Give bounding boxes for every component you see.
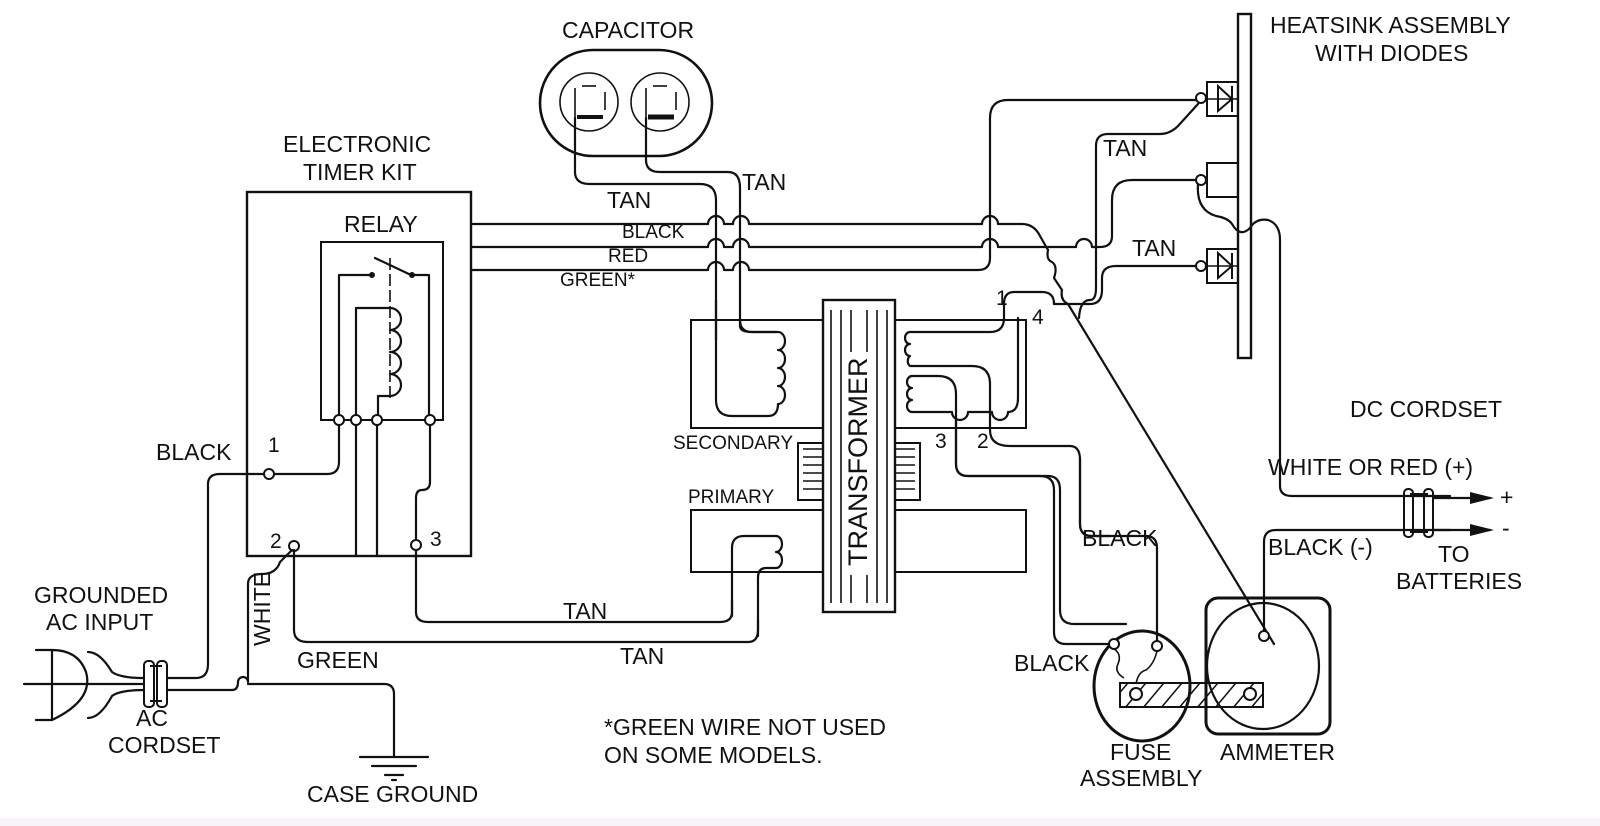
secondary-coil-left: [714, 298, 787, 418]
relay-terminal: [333, 414, 345, 426]
wire-label-red-bus: RED: [608, 246, 648, 267]
electronic-timer-kit: ELECTRONIC TIMER KIT RELAY 1: [245, 131, 473, 558]
ac-cordset-label-line2: CORDSET: [108, 732, 220, 758]
primary-coil: [730, 534, 784, 638]
capacitor-label: CAPACITOR: [562, 17, 694, 43]
negative-arrow-icon: [1470, 524, 1494, 536]
dc-cordset-label: DC CORDSET: [1350, 396, 1502, 422]
wire-label-tan-capacitor-right: TAN: [742, 169, 786, 195]
case-ground-symbol: [358, 755, 430, 782]
footnote-line2: ON SOME MODELS.: [604, 742, 823, 768]
secondary-terminal-1-number: 1: [996, 287, 1008, 310]
wire-label-black-fuse-left: BLACK: [1014, 650, 1090, 676]
relay: RELAY: [320, 211, 444, 426]
primary-tan-wires: TAN TAN: [292, 548, 760, 669]
wire-label-tan-primary-2: TAN: [620, 643, 664, 669]
wire-label-tan-capacitor-left: TAN: [607, 187, 651, 213]
wire-label-tan-heatsink-bottom: TAN: [1132, 235, 1176, 261]
ac-input: GROUNDED AC INPUT AC CORDSET BLACK WHITE…: [22, 439, 478, 807]
relay-terminal: [371, 414, 383, 426]
fuse-assembly: BLACK BLACK FUSE ASSEMBLY: [1014, 456, 1202, 791]
timer-terminal-3-number: 3: [430, 528, 442, 551]
diode-top: [1195, 81, 1239, 117]
secondary-coil-right-lower: [905, 316, 1128, 626]
wire-label-tan-primary-1: TAN: [563, 598, 607, 624]
fuse-assembly-label-line1: FUSE: [1110, 739, 1171, 765]
heatsink-center-terminal: [1195, 162, 1238, 198]
dc-cordset-boot: [1403, 488, 1434, 538]
relay-coil: [354, 306, 403, 420]
dc-cordset: DC CORDSET WHITE OR RED (+) BLACK (-) + …: [1262, 396, 1522, 633]
wire-label-black-fuse-top: BLACK: [1082, 525, 1158, 551]
ammeter-label: AMMETER: [1220, 739, 1335, 765]
secondary-label: SECONDARY: [673, 433, 793, 454]
timer-terminal-3: [410, 539, 422, 551]
case-ground-label: CASE GROUND: [307, 781, 478, 807]
wire-label-white: WHITE: [249, 572, 275, 646]
timer-kit-label-line2: TIMER KIT: [303, 159, 417, 185]
timer-terminal-2-number: 2: [270, 530, 282, 553]
relay-terminal: [424, 414, 436, 426]
wire-label-black-bus: BLACK: [622, 222, 685, 243]
bus-wires: BLACK RED GREEN*: [469, 98, 1200, 291]
grounded-ac-input-label-line1: GROUNDED: [34, 582, 168, 608]
capacitor: CAPACITOR: [538, 17, 714, 158]
positive-sign: +: [1500, 484, 1513, 510]
relay-label: RELAY: [344, 211, 418, 237]
negative-sign: -: [1502, 515, 1510, 541]
capacitor-cell-left: [559, 72, 619, 132]
wire-label-tan-heatsink-top: TAN: [1103, 135, 1147, 161]
wire-to-ammeter-diagonal: [1046, 248, 1276, 646]
wire-label-green-bus: GREEN*: [560, 270, 636, 291]
heatsink-label-line1: HEATSINK ASSEMBLY: [1270, 12, 1511, 38]
ac-plug: [22, 648, 146, 722]
wire-label-green-ground: GREEN: [297, 647, 379, 673]
wire-label-dc-negative: BLACK (-): [1268, 534, 1373, 560]
fuse-assembly-label-line2: ASSEMBLY: [1080, 765, 1202, 791]
diode-bottom: [1195, 248, 1239, 284]
sec-wire-1-a: [1012, 290, 1056, 306]
transformer-label: TRANSFORMER: [843, 358, 873, 567]
timer-terminal-1: [263, 468, 275, 480]
transformer: TRANSFORMER SECONDARY PRIMARY 1 4 3 2: [673, 287, 1128, 638]
timer-kit-label-line1: ELECTRONIC: [283, 131, 431, 157]
secondary-terminal-2-number: 2: [977, 430, 989, 453]
timer-terminal-1-number: 1: [268, 434, 280, 457]
relay-terminal: [350, 414, 362, 426]
heatsink-label-line2: WITH DIODES: [1315, 40, 1468, 66]
positive-arrow-icon: [1470, 492, 1494, 504]
wire-label-dc-positive: WHITE OR RED (+): [1268, 454, 1473, 480]
secondary-terminal-4-number: 4: [1032, 306, 1044, 329]
grounded-ac-input-label-line2: AC INPUT: [46, 609, 153, 635]
shunt-bar: [1119, 682, 1264, 708]
wire-label-black-timer: BLACK: [156, 439, 232, 465]
heatsink-assembly: HEATSINK ASSEMBLY WITH DIODES TAN: [1052, 12, 1511, 498]
wire-sec3-to-fuse: [954, 418, 1111, 646]
transformer-core-lines: [830, 310, 888, 603]
ac-cordset-label-line1: AC: [136, 705, 168, 731]
to-batteries-label-line1: TO: [1438, 541, 1470, 567]
to-batteries-label-line2: BATTERIES: [1396, 568, 1522, 594]
capacitor-cell-right: [630, 72, 690, 132]
footnote-line1: *GREEN WIRE NOT USED: [604, 714, 886, 740]
bottom-strip: [0, 818, 1600, 826]
secondary-coil-right-upper: [903, 290, 1112, 538]
ac-cordset-boot: [143, 660, 168, 708]
primary-label: PRIMARY: [688, 487, 775, 508]
secondary-terminal-3-number: 3: [935, 430, 947, 453]
ammeter: AMMETER: [1204, 596, 1335, 765]
